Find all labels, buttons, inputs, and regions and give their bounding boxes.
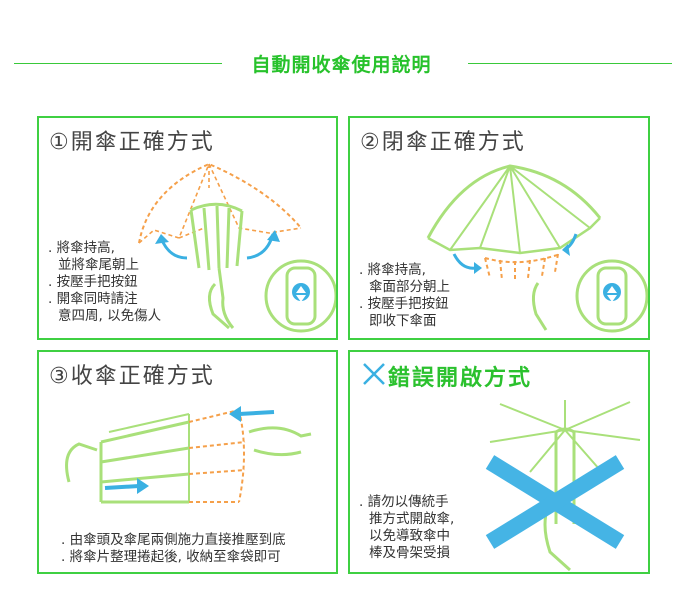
panel-title-wrong: 錯誤開啟方式 — [388, 366, 533, 391]
panel-wrong: 錯誤開啟方式 . 請勿以傳統手 推方式開啟傘, 以免導致傘中 棒及骨架受損 — [348, 350, 650, 574]
umbrella-folding-icon — [65, 406, 312, 504]
instruction-line: . 按壓手把按鈕 — [48, 274, 138, 290]
umbrella-open-icon — [138, 162, 302, 330]
instructions-close: . 將傘持高, 傘面部分朝上 . 按壓手把按鈕 即收下傘面 — [359, 262, 450, 330]
instruction-line: . 開傘同時請注 — [48, 291, 138, 307]
umbrella-wrong-icon — [485, 400, 641, 572]
instruction-line: 推方式開啟傘, — [369, 511, 455, 527]
page-title: 自動開收傘使用說明 — [251, 54, 432, 76]
instruction-line: . 按壓手把按鈕 — [359, 296, 449, 312]
header-line-right — [468, 63, 672, 64]
panel-close-correct: ②閉傘正確方式 . 將傘持高, 傘面部分朝上 . 按壓手把按鈕 即收下傘面 — [348, 116, 650, 340]
header-line-left — [14, 63, 222, 64]
hand-button-icon — [264, 259, 336, 333]
instruction-line: 意四周, 以免傷人 — [58, 308, 162, 324]
instruction-line: 即收下傘面 — [369, 313, 437, 329]
panel-title-open: ①開傘正確方式 — [49, 130, 215, 155]
instructions-fold: . 由傘頭及傘尾兩側施力直接推壓到底 . 將傘片整理捲起後, 收納至傘袋即可 — [61, 532, 286, 566]
instruction-line: . 請勿以傳統手 — [359, 494, 449, 510]
instruction-line: 並將傘尾朝上 — [58, 257, 139, 273]
instructions-open: . 將傘持高, 並將傘尾朝上 . 按壓手把按鈕 . 開傘同時請注 意四周, 以免… — [48, 240, 161, 325]
instruction-line: 以免導致傘中 — [369, 528, 450, 544]
panel-fold-correct: ③收傘正確方式 . 由傘頭及傘尾兩側施力直接推壓到底 . 將傘片整理捲起後, 收… — [37, 350, 338, 574]
umbrella-closing-icon — [426, 164, 648, 333]
panel-title-close: ②閉傘正確方式 — [360, 130, 526, 155]
instruction-line: 傘面部分朝上 — [369, 279, 450, 295]
instructions-wrong: . 請勿以傳統手 推方式開啟傘, 以免導致傘中 棒及骨架受損 — [359, 494, 454, 562]
panel-open-correct: ①開傘正確方式 . 將傘持高, 並將傘尾朝上 . 按壓手把按鈕 . 開傘同時請注… — [37, 116, 338, 340]
panel-title-fold: ③收傘正確方式 — [49, 364, 215, 389]
instruction-line: . 將傘持高, — [359, 262, 426, 278]
instruction-line: 棒及骨架受損 — [369, 545, 450, 561]
wrong-cross-icon — [363, 363, 385, 385]
instruction-line: . 將傘持高, — [48, 240, 115, 256]
instruction-line: . 由傘頭及傘尾兩側施力直接推壓到底 — [61, 532, 286, 548]
instruction-line: . 將傘片整理捲起後, 收納至傘袋即可 — [61, 549, 281, 565]
